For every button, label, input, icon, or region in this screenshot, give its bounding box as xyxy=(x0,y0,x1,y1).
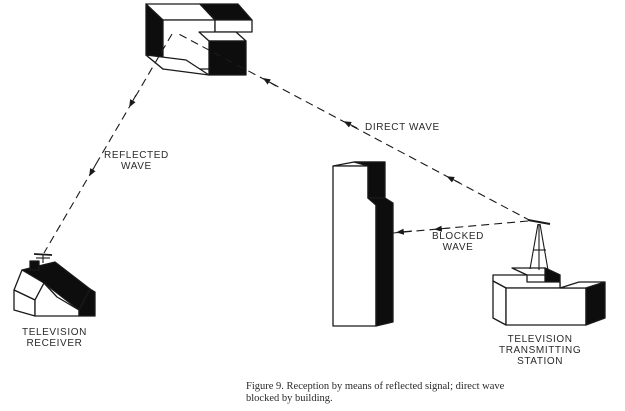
blocked-wave-label-line2: WAVE xyxy=(442,242,474,253)
blocked-wave-label-line1: BLOCKED xyxy=(432,231,484,242)
transmitter-label-line1: TELEVISION xyxy=(507,334,573,345)
figure-caption: Figure 9. Reception by means of reflecte… xyxy=(246,381,546,405)
reflecting-building xyxy=(145,3,253,76)
direct-wave-label: DIRECT WAVE xyxy=(365,122,440,133)
transmitter-label-line3: STATION xyxy=(517,356,564,367)
reflected-wave-path xyxy=(43,33,173,254)
receiver-antenna xyxy=(33,253,53,263)
reflected-wave-label-line2: WAVE xyxy=(121,161,152,172)
blocking-building xyxy=(332,161,394,327)
transmitter-label: TELEVISION TRANSMITTING STATION xyxy=(499,334,581,367)
transmitting-antenna-tower xyxy=(527,219,551,271)
receiver-label: TELEVISION RECEIVER xyxy=(22,327,87,349)
blocked-wave-path xyxy=(392,220,529,235)
receiver-label-line1: TELEVISION xyxy=(22,327,87,338)
reflected-wave-label: REFLECTED WAVE xyxy=(104,150,169,172)
receiver-label-line2: RECEIVER xyxy=(26,338,83,349)
caption-line2: blocked by building. xyxy=(246,393,333,404)
transmitter-label-line2: TRANSMITTING xyxy=(499,345,582,356)
transmitting-station xyxy=(492,267,606,326)
receiver-house xyxy=(13,260,96,317)
direct-wave-path xyxy=(174,31,532,222)
blocked-wave-label: BLOCKED WAVE xyxy=(432,231,484,253)
reflected-wave-label-line1: REFLECTED xyxy=(104,150,169,161)
caption-line1: Figure 9. Reception by means of reflecte… xyxy=(246,381,505,392)
